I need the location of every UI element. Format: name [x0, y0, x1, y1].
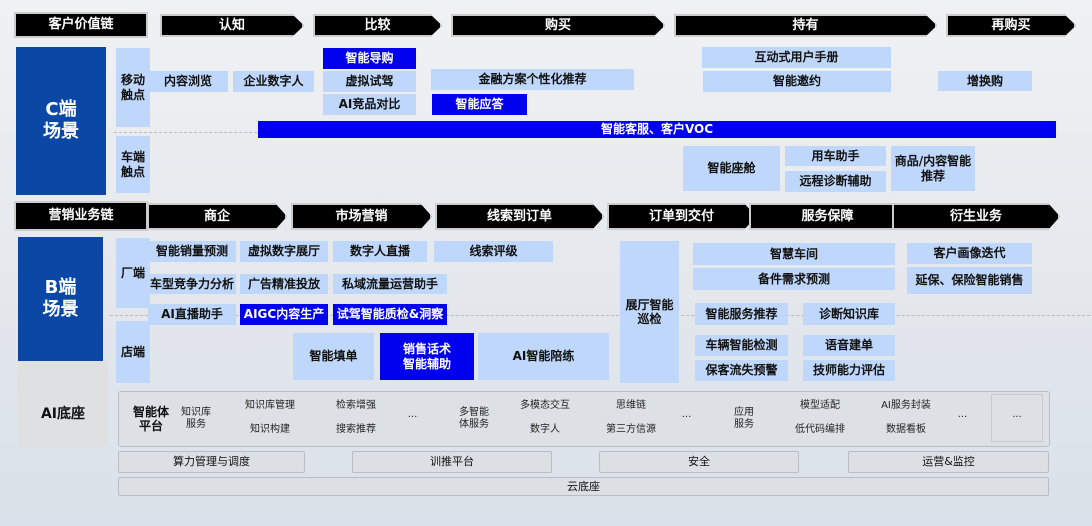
- kb-manage: 知识库管理: [245, 400, 295, 411]
- kb-service: 知识库 服务: [181, 407, 211, 430]
- stage-marketing: 市场营销: [291, 203, 432, 230]
- store-label: 店端: [116, 321, 150, 383]
- interactive-manual: 互动式用户手册: [702, 47, 891, 68]
- test-drive-qc: 试驾智能质检&洞察: [333, 304, 447, 325]
- parts-forecast: 备件需求预测: [693, 268, 895, 290]
- b-scene-block: B端场景: [18, 237, 103, 361]
- ai-service-wrap: AI服务封装: [881, 400, 931, 411]
- churn-warning: 保客流失预警: [695, 360, 788, 381]
- stage-service: 服务保障: [749, 203, 906, 230]
- factory-label: 厂端: [116, 238, 150, 308]
- finance-personalized: 金融方案个性化推荐: [431, 69, 634, 90]
- smart-form: 智能填单: [293, 333, 374, 380]
- ellipsis: ···: [681, 412, 692, 423]
- remote-diagnosis: 远程诊断辅助: [785, 171, 886, 192]
- digital-human-ai: 数字人: [530, 424, 560, 435]
- ellipsis: ···: [407, 412, 418, 423]
- car-assistant: 用车助手: [785, 146, 886, 166]
- sales-script-assist: 销售话术 智能辅助: [380, 333, 474, 380]
- virtual-test-drive: 虚拟试驾: [323, 71, 416, 92]
- smart-answer: 智能应答: [432, 94, 527, 115]
- search-recommend: 搜索推荐: [336, 424, 376, 435]
- lead-rating: 线索评级: [434, 241, 553, 262]
- ops-monitoring: 运营&监控: [848, 451, 1049, 473]
- multimodal: 多模态交互: [520, 400, 570, 411]
- ellipsis: ···: [957, 412, 968, 423]
- digital-human-live: 数字人直播: [333, 241, 427, 262]
- c-scene-block: C端场景: [16, 47, 106, 195]
- aigc-content: AIGC内容生产: [240, 304, 328, 325]
- kb-build: 知识构建: [250, 424, 290, 435]
- ad-targeting: 广告精准投放: [240, 274, 328, 294]
- enterprise-digital-human: 企业数字人: [233, 71, 314, 92]
- stage-own: 持有: [674, 14, 937, 37]
- ai-base-block: AI底座: [18, 361, 108, 447]
- b-scene-subtitle: 场景: [42, 299, 79, 320]
- service-recommend: 智能服务推荐: [695, 303, 788, 325]
- voice-order: 语音建单: [803, 335, 895, 356]
- ai-base-title: AI底座: [40, 405, 86, 422]
- app-service: 应用 服务: [734, 407, 754, 430]
- smart-service-voc-bar: 智能客服、客户VOC: [258, 121, 1056, 138]
- insurance-sales: 延保、保险智能销售: [907, 267, 1032, 294]
- persona-iteration: 客户画像迭代: [907, 243, 1032, 264]
- ellipsis-box: ···: [991, 394, 1043, 442]
- c-scene-title: C端: [45, 99, 77, 121]
- compute-management: 算力管理与调度: [118, 451, 305, 473]
- multi-agent-service: 多智能 体服务: [459, 407, 489, 430]
- divider: [110, 315, 1090, 316]
- smart-workshop: 智慧车间: [693, 243, 895, 265]
- security: 安全: [599, 451, 799, 473]
- stage-purchase: 购买: [451, 14, 665, 37]
- training-platform: 训推平台: [352, 451, 552, 473]
- smart-cockpit: 智能座舱: [683, 146, 780, 191]
- stage-derivative: 衍生业务: [892, 203, 1060, 230]
- smart-invite: 智能邀约: [703, 71, 891, 92]
- sales-forecast: 智能销量预测: [148, 241, 236, 262]
- mobile-touchpoint-label: 移动 触点: [116, 48, 150, 127]
- chain-of-thought: 思维链: [616, 400, 646, 411]
- model-adapt: 模型适配: [800, 400, 840, 411]
- b-scene-title: B端: [44, 277, 77, 299]
- ai-platform-panel: [118, 391, 1050, 447]
- private-traffic-assistant: 私域流量运营助手: [333, 274, 447, 294]
- lowcode: 低代码编排: [795, 424, 845, 435]
- cloud-base: 云底座: [118, 477, 1049, 496]
- smart-shopping-guide: 智能导购: [323, 48, 416, 69]
- third-party-source: 第三方信源: [606, 424, 656, 435]
- ai-live-assistant: AI直播助手: [148, 304, 236, 325]
- stage-awareness: 认知: [160, 14, 304, 37]
- technician-eval: 技师能力评估: [803, 360, 895, 381]
- hall-patrol: 展厅智能 巡检: [620, 241, 679, 383]
- rag: 检索增强: [336, 400, 376, 411]
- data-dashboard: 数据看板: [886, 424, 926, 435]
- stage-compare: 比较: [313, 14, 442, 37]
- ai-competitor-compare: AI竞品对比: [323, 94, 416, 115]
- stage-repurchase: 再购买: [946, 14, 1076, 37]
- c-scene-subtitle: 场景: [43, 121, 79, 142]
- stage-order-to-delivery: 订单到交付: [607, 203, 756, 230]
- agent-platform: 智能体 平台: [132, 404, 169, 433]
- vehicle-check: 车辆智能检测: [695, 335, 788, 356]
- stage-lead-to-order: 线索到订单: [435, 203, 604, 230]
- competitiveness-analysis: 车型竞争力分析: [148, 274, 236, 294]
- header-customer-value-chain: 客户价值链: [14, 12, 148, 38]
- car-touchpoint-label: 车端 触点: [116, 136, 150, 193]
- stage-business: 商企: [147, 203, 287, 230]
- trade-in: 增换购: [938, 71, 1032, 91]
- ai-coach: AI智能陪练: [478, 333, 609, 380]
- virtual-hall: 虚拟数字展厅: [240, 241, 328, 262]
- diagnosis-kb: 诊断知识库: [803, 303, 895, 325]
- content-browse: 内容浏览: [148, 71, 228, 92]
- header-marketing-chain: 营销业务链: [14, 201, 148, 231]
- smart-recommend: 商品/内容智能推荐: [891, 146, 975, 191]
